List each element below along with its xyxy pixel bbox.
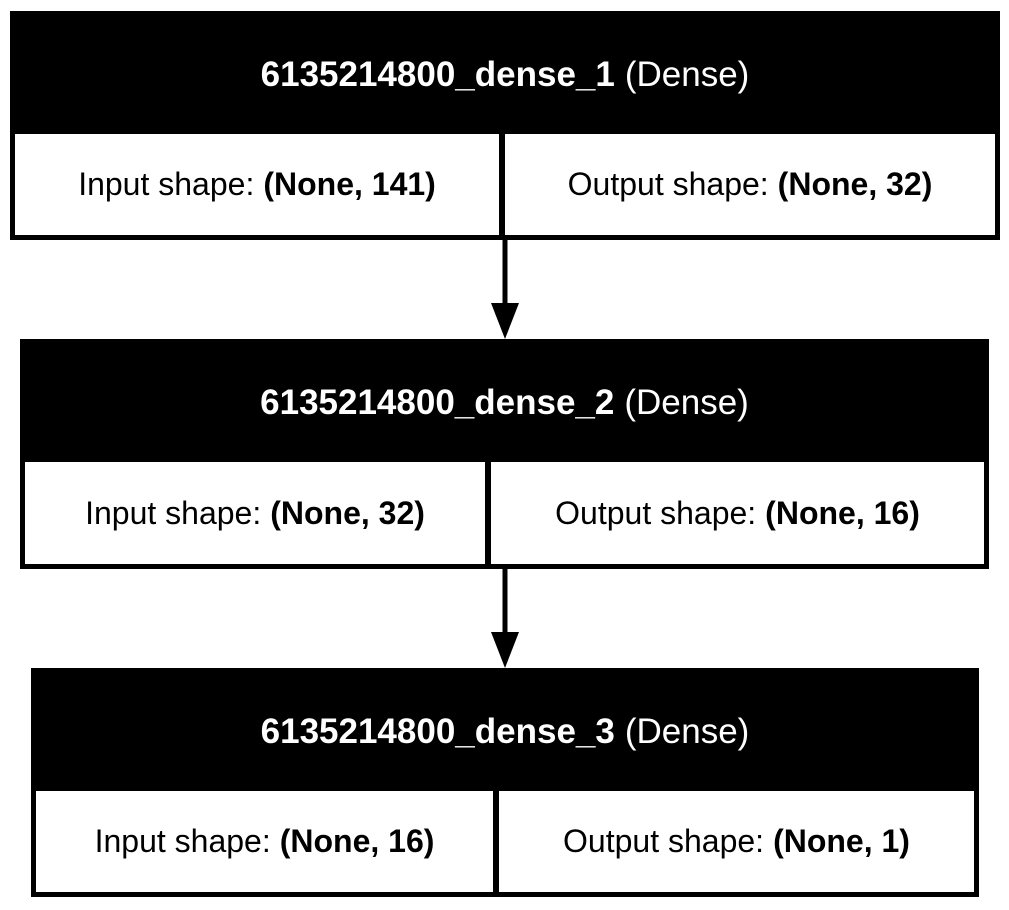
output-shape-value: (None, 1) [773,823,910,859]
output-shape-cell: Output shape: (None, 16) [491,462,984,564]
layer-name: 6135214800_dense_1 [260,55,615,94]
output-shape-value: (None, 32) [777,166,933,202]
layer-header: 6135214800_dense_1 (Dense) [15,16,995,134]
layer-name: 6135214800_dense_3 [260,712,615,751]
layer-shape-row: Input shape: (None, 32) Output shape: (N… [25,462,984,564]
output-shape-label: Output shape: [567,166,769,202]
layer-type: (Dense) [624,712,750,751]
layer-header: 6135214800_dense_2 (Dense) [25,344,984,462]
input-shape-cell: Input shape: (None, 32) [25,462,485,564]
output-shape-label: Output shape: [563,823,765,859]
layer-shape-row: Input shape: (None, 141) Output shape: (… [15,134,995,235]
arrow-dense-2-to-dense-3 [491,569,519,668]
cell-divider [493,791,499,892]
cell-divider [499,134,505,235]
layer-node-dense-1: 6135214800_dense_1 (Dense) Input shape: … [10,11,1000,240]
input-shape-value: (None, 32) [270,494,425,531]
layer-node-dense-2: 6135214800_dense_2 (Dense) Input shape: … [20,339,989,569]
output-shape-cell: Output shape: (None, 1) [499,791,974,892]
input-shape-cell: Input shape: (None, 141) [15,134,499,235]
output-shape-label: Output shape: [555,494,757,531]
layer-shape-row: Input shape: (None, 16) Output shape: (N… [36,791,974,892]
cell-divider [485,462,491,564]
layer-type: (Dense) [624,55,750,94]
input-shape-value: (None, 141) [263,166,436,202]
input-shape-value: (None, 16) [279,823,435,859]
output-shape-cell: Output shape: (None, 32) [505,134,995,235]
input-shape-label: Input shape: [85,494,262,531]
layer-node-dense-3: 6135214800_dense_3 (Dense) Input shape: … [31,668,979,897]
layer-header: 6135214800_dense_3 (Dense) [36,673,974,791]
input-shape-label: Input shape: [78,166,255,202]
input-shape-label: Input shape: [94,823,271,859]
layer-name: 6135214800_dense_2 [260,383,615,422]
layer-type: (Dense) [624,383,749,422]
arrow-dense-1-to-dense-2 [491,240,519,339]
input-shape-cell: Input shape: (None, 16) [36,791,493,892]
output-shape-value: (None, 16) [765,494,920,531]
